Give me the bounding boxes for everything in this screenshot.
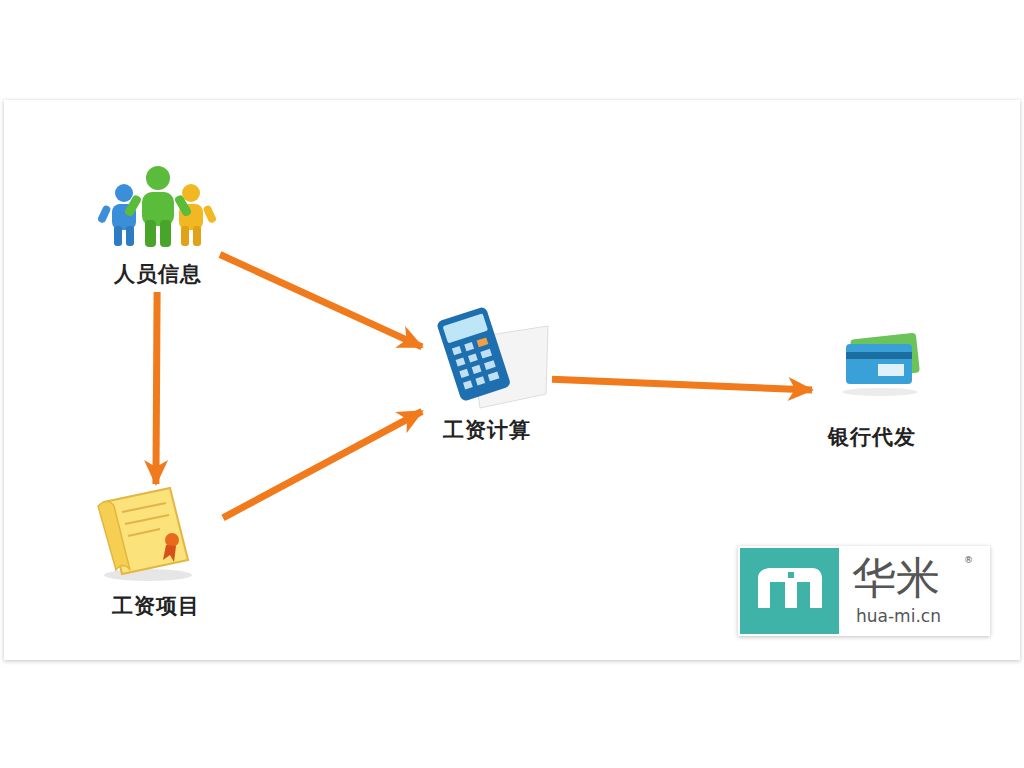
logo [738, 546, 990, 636]
flow-arrow [223, 411, 422, 518]
flow-arrow [156, 292, 157, 484]
panel [4, 100, 1020, 660]
node-label: 工资项目 [112, 592, 200, 620]
calculator-icon [436, 306, 548, 408]
watermark-text: 华米 [852, 556, 940, 600]
people-icon [97, 166, 217, 247]
node-label: 人员信息 [114, 260, 202, 288]
node-label: 工资计算 [443, 416, 531, 444]
watermark-url: hua-mi.cn [856, 608, 941, 625]
process-node: 人员信息 [95, 160, 220, 292]
flow-arrow [220, 255, 422, 347]
flow-arrow [552, 379, 812, 390]
process-node: 工资计算 [422, 305, 552, 448]
card-icon [842, 333, 920, 396]
document-icon [98, 488, 192, 581]
registered-mark: ® [964, 556, 973, 565]
process-node: 工资项目 [88, 484, 223, 624]
process-node: 银行代发 [812, 330, 932, 455]
node-label: 银行代发 [828, 423, 916, 451]
